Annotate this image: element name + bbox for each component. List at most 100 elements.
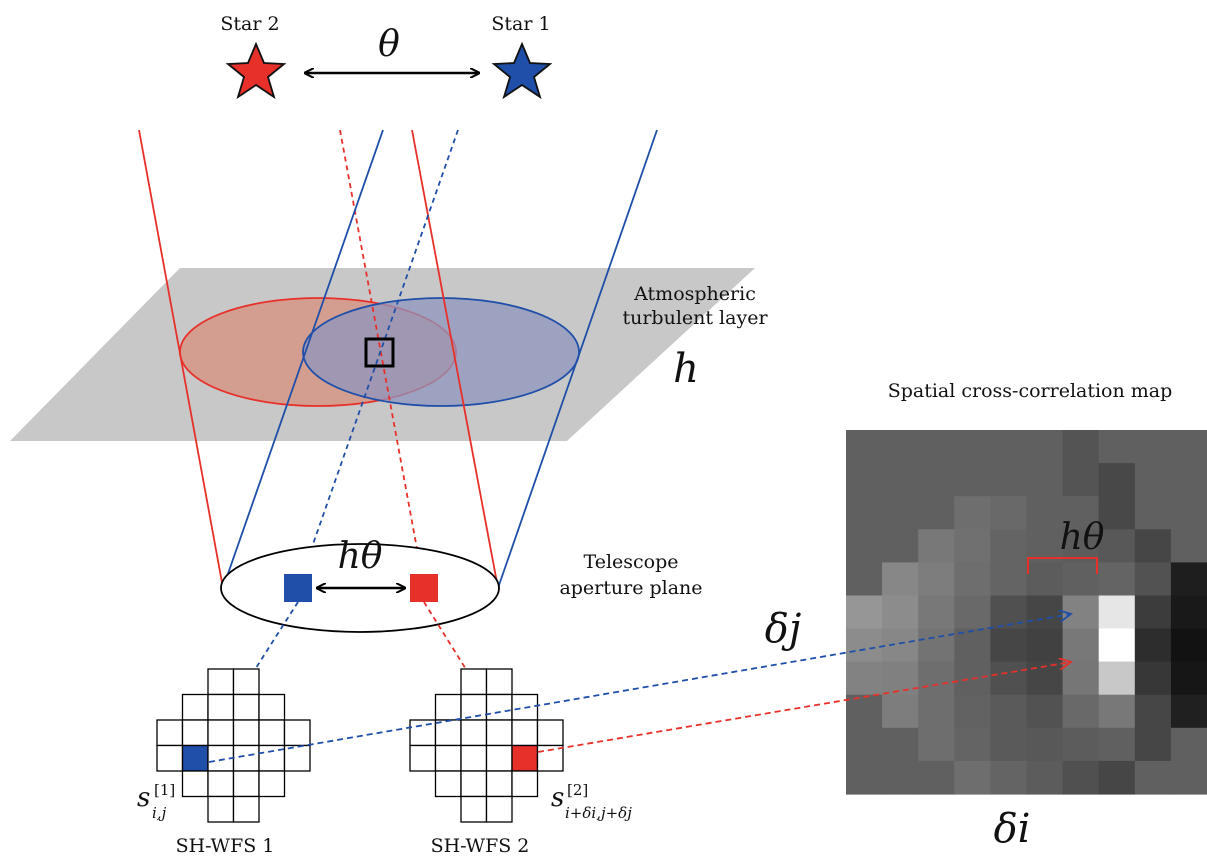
map-cell	[846, 430, 883, 464]
map-cell	[846, 562, 883, 597]
map-cell	[954, 694, 991, 729]
wfs-subaperture	[409, 744, 437, 772]
map-cell	[1062, 760, 1100, 795]
wfs-subaperture	[232, 795, 260, 823]
wfs-subaperture	[232, 744, 260, 772]
map-cell	[1134, 727, 1172, 762]
wfs-subaperture	[258, 693, 286, 721]
theta-symbol: θ	[378, 24, 400, 65]
map-cell	[990, 694, 1028, 729]
wfs2-to-map-arrow	[537, 662, 1071, 753]
sh-wfs1-grid	[156, 668, 311, 823]
wfs-subaperture	[181, 693, 209, 721]
map-cell	[1026, 694, 1064, 729]
map-cell	[1134, 463, 1172, 497]
map-cell	[990, 661, 1028, 696]
map-cell	[846, 727, 883, 762]
map-cell	[1026, 727, 1064, 762]
map-cell	[846, 529, 883, 563]
star2-aperture-point	[410, 574, 438, 602]
star2-label: Star 2	[220, 13, 279, 35]
map-cell	[1098, 463, 1136, 497]
wfs-subaperture	[232, 668, 260, 696]
map-cell	[1098, 430, 1136, 464]
map-di-symbol: δi	[994, 806, 1031, 852]
map-cell	[1026, 562, 1064, 597]
wfs-highlight-subaperture	[511, 744, 539, 772]
star1-label: Star 1	[491, 13, 550, 35]
map-cell	[846, 694, 883, 729]
map-cell	[1098, 628, 1136, 663]
wfs-subaperture	[434, 770, 462, 798]
map-cell	[1098, 529, 1136, 563]
map-cell	[954, 562, 991, 597]
map-cell	[1098, 760, 1136, 795]
s1-symbol: s [1] i,j	[137, 781, 175, 822]
wfs-subaperture	[232, 693, 260, 721]
map-cell	[918, 727, 955, 762]
layer-label-line1: Atmospheric	[633, 283, 756, 305]
wfs-subaperture	[536, 719, 564, 747]
map-cell	[1170, 595, 1207, 630]
map-cell	[918, 463, 955, 497]
wfs-subaperture	[207, 693, 235, 721]
map-cell	[1134, 694, 1172, 729]
map-cell	[1026, 496, 1064, 530]
map-cell	[1134, 628, 1172, 663]
wfs-subaperture	[485, 795, 513, 823]
wfs-subaperture	[511, 719, 539, 747]
map-cell	[1170, 694, 1207, 729]
wfs-subaperture	[181, 719, 209, 747]
map-cell	[1170, 463, 1207, 497]
map-cell	[1062, 595, 1100, 630]
star1-layer-footprint	[302, 297, 580, 407]
wfs-subaperture	[485, 770, 513, 798]
svg-text:[2]: [2]	[567, 781, 588, 799]
aperture-label-line1: Telescope	[584, 551, 679, 573]
map-cell	[954, 595, 991, 630]
map-cell	[882, 661, 919, 696]
map-cell	[1170, 562, 1207, 597]
map-cell	[1026, 430, 1064, 464]
wfs2-label: SH-WFS 2	[431, 835, 530, 857]
map-title: Spatial cross-correlation map	[888, 380, 1173, 402]
map-cell	[1026, 760, 1064, 795]
cross-correlation-map	[846, 430, 1207, 795]
wfs-subaperture	[258, 719, 286, 747]
layer-label-line2: turbulent layer	[622, 307, 768, 329]
svg-text:i+δi,j+δj: i+δi,j+δj	[565, 804, 632, 822]
wfs-subaperture	[460, 770, 488, 798]
wfs-subaperture	[207, 668, 235, 696]
map-cell	[954, 463, 991, 497]
wfs1-to-map-arrow	[208, 614, 1071, 763]
map-cell	[1062, 496, 1100, 530]
map-cell	[846, 496, 883, 530]
wfs-subaperture	[485, 744, 513, 772]
wfs-subaperture	[434, 719, 462, 747]
map-cell	[1026, 463, 1064, 497]
aperture-label-line2: aperture plane	[559, 577, 702, 599]
wfs1-label: SH-WFS 1	[176, 835, 275, 857]
map-cell	[954, 760, 991, 795]
wfs-subaperture	[460, 719, 488, 747]
map-cell	[918, 661, 955, 696]
wfs-subaperture	[207, 719, 235, 747]
wfs-subaperture	[156, 744, 184, 772]
wfs-subaperture	[511, 770, 539, 798]
map-cell	[1134, 760, 1172, 795]
map-cell	[918, 628, 955, 663]
map-cell	[1134, 496, 1172, 530]
map-cell	[846, 463, 883, 497]
wfs-subaperture	[232, 770, 260, 798]
map-cell	[1170, 628, 1207, 663]
map-cell	[990, 430, 1028, 464]
map-dj-symbol: δj	[765, 606, 801, 652]
wfs-subaperture	[485, 719, 513, 747]
map-cell	[882, 430, 919, 464]
map-cell	[1062, 661, 1100, 696]
map-cell	[1170, 727, 1207, 762]
map-cell	[1170, 430, 1207, 464]
map-cell	[1098, 562, 1136, 597]
